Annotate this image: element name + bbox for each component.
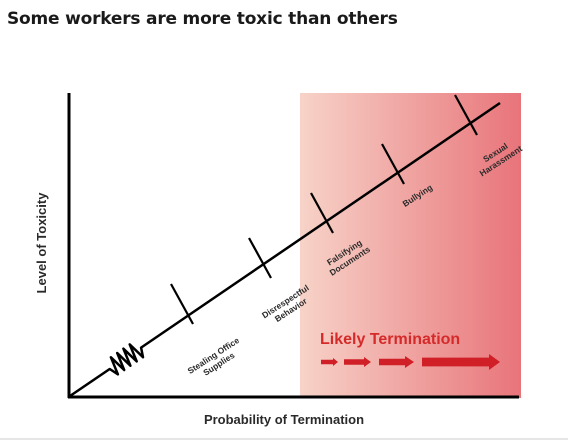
termination-zone bbox=[300, 93, 521, 398]
trend-path bbox=[69, 101, 501, 398]
y-axis-label: Level of Toxicity bbox=[34, 192, 49, 294]
behavior-tick bbox=[310, 192, 334, 234]
termination-arrows bbox=[321, 354, 500, 370]
zone-label: Likely Termination bbox=[320, 331, 460, 348]
divider bbox=[0, 438, 568, 440]
behavior-tick bbox=[381, 143, 405, 185]
toxicity-trend-line bbox=[69, 101, 501, 398]
behavior-tick bbox=[170, 283, 194, 325]
page-title: Some workers are more toxic than others bbox=[7, 9, 398, 29]
behavior-ticks bbox=[170, 94, 478, 325]
termination-arrow bbox=[379, 356, 414, 368]
behavior-label: Stealing OfficeSupplies bbox=[186, 335, 247, 384]
behavior-tick bbox=[248, 237, 272, 279]
termination-arrow bbox=[321, 358, 338, 366]
termination-arrow bbox=[422, 354, 500, 370]
behavior-tick bbox=[454, 94, 478, 136]
termination-arrow bbox=[344, 357, 371, 367]
x-axis-label: Probability of Termination bbox=[204, 412, 364, 427]
